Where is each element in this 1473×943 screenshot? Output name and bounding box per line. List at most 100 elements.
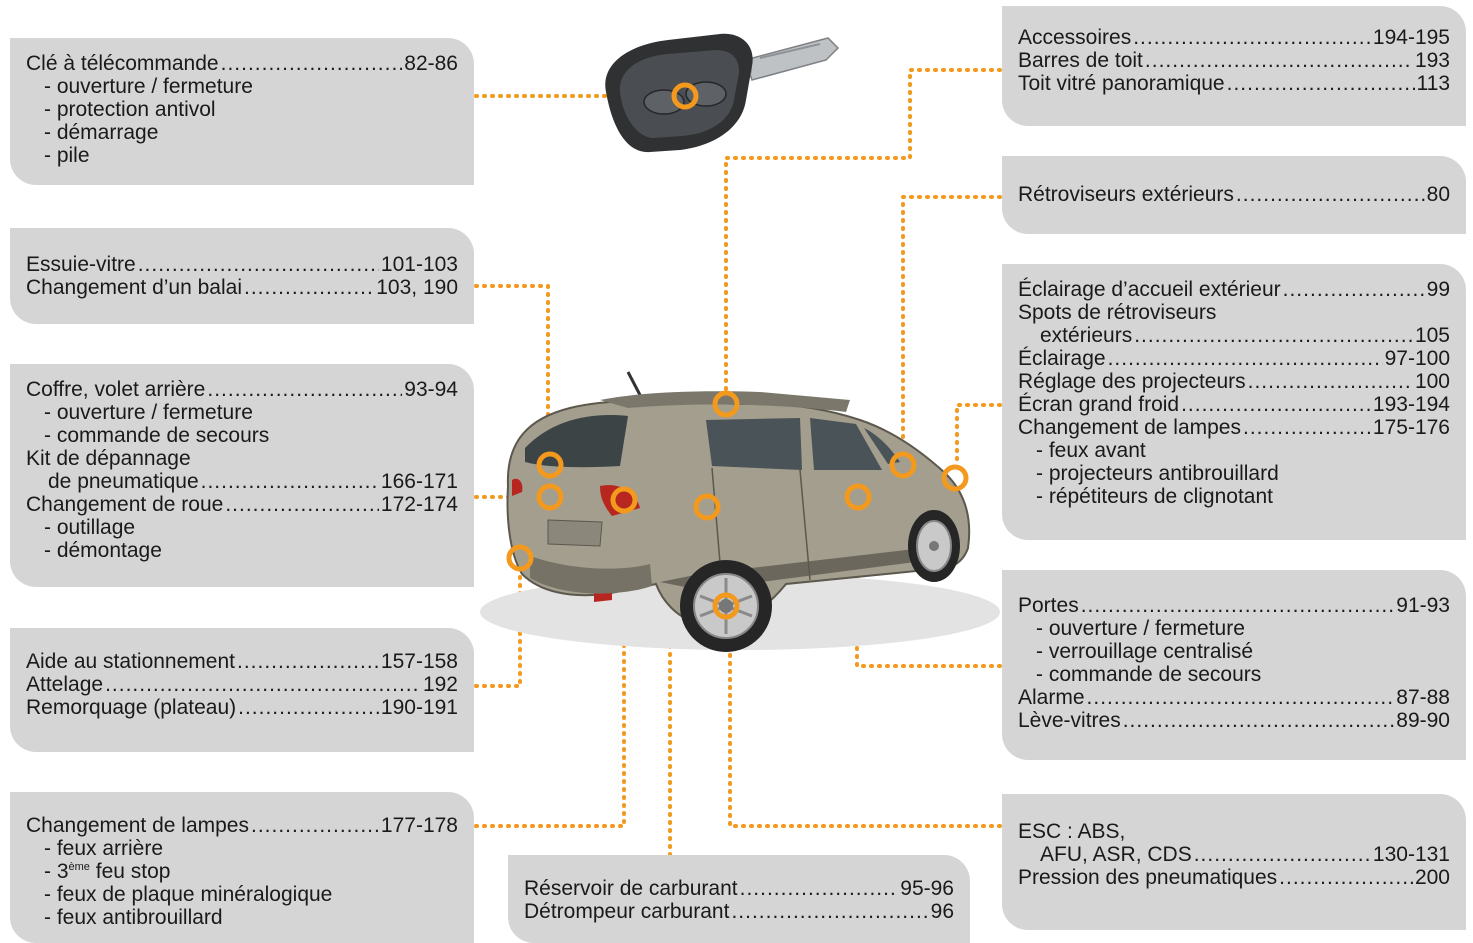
entry-label: Remorquage (plateau) [26, 696, 237, 719]
sub-item: - feux antibrouillard [44, 906, 223, 929]
panel-retroviseurs: Rétroviseurs extérieurs80 [1002, 156, 1466, 234]
dot-leader [1108, 347, 1383, 370]
marker-essuie [536, 451, 564, 479]
entry: Remorquage (plateau) 190-191 [26, 696, 458, 719]
sub-item: - pile [44, 144, 90, 167]
entry: Réglage des projecteurs100 [1018, 370, 1450, 393]
sub-item: - outillage [44, 516, 136, 539]
dot-leader [1134, 324, 1413, 347]
entry: Changement de lampes175-176 [1018, 416, 1450, 439]
entry-label: Lève-vitres [1018, 709, 1121, 732]
entry: Changement de roue172-174 [26, 493, 458, 516]
page-ref: 190-191 [380, 696, 458, 719]
page-ref: 89-90 [1396, 709, 1450, 732]
entry-label: Toit vitré panoramique [1018, 72, 1225, 95]
page-ref: 101-103 [380, 253, 458, 276]
entry: Alarme87-88 [1018, 686, 1450, 709]
entry-label: extérieurs [1040, 324, 1133, 347]
dot-leader [201, 470, 379, 493]
page-ref: 96 [930, 900, 954, 923]
dot-leader [1236, 183, 1425, 206]
sub-item: - démarrage [44, 121, 159, 144]
entry-label: de pneumatique [48, 470, 199, 493]
page-ref: 177-178 [380, 814, 458, 837]
dot-leader [1248, 370, 1413, 393]
marker-reservoir [693, 493, 721, 521]
sub-item: - ouverture / fermeture [1036, 617, 1245, 640]
dot-leader [1194, 843, 1371, 866]
panel-accessoires: Accessoires 194-195 Barres de toit193 Toi… [1002, 6, 1466, 126]
dot-leader [1243, 416, 1371, 439]
entry: Toit vitré panoramique113 [1018, 72, 1450, 95]
dot-leader [1123, 709, 1395, 732]
entry: Changement de lampes 177-178 [26, 814, 458, 837]
entry-label: Spots de rétroviseurs [1018, 301, 1217, 324]
entry-label: Aide au stationnement [26, 650, 235, 673]
marker-portes [844, 483, 872, 511]
page-ref: 105 [1414, 324, 1450, 347]
entry: Détrompeur carburant 96 [524, 900, 954, 923]
sub-item: - démontage [44, 539, 162, 562]
page-ref: 193 [1414, 49, 1450, 72]
marker-eclairage [941, 464, 969, 492]
page-ref: 192 [422, 673, 458, 696]
marker-coffre [536, 483, 564, 511]
page-ref: 194-195 [1372, 26, 1450, 49]
sub-item: - projecteurs antibrouillard [1036, 462, 1279, 485]
entry: Portes91-93 [1018, 594, 1450, 617]
entry: Barres de toit193 [1018, 49, 1450, 72]
remote-key-icon [605, 33, 840, 153]
panel-aide-stationnement: Aide au stationnement157-158 Attelage192… [10, 628, 474, 752]
page-ref: 193-194 [1372, 393, 1450, 416]
entry: Coffre, volet arrière93-94 [26, 378, 458, 401]
panel-eclairage: Éclairage d’accueil extérieur 99 Spots de… [1002, 264, 1466, 540]
dot-leader [1227, 72, 1415, 95]
entry-label: Changement de lampes [26, 814, 249, 837]
dot-leader [251, 814, 379, 837]
entry-label: Éclairage d’accueil extérieur [1018, 278, 1281, 301]
entry-label: Changement d’un balai [26, 276, 242, 299]
entry: Accessoires 194-195 [1018, 26, 1450, 49]
entry: Rétroviseurs extérieurs80 [1018, 183, 1450, 206]
panel-reservoir: Réservoir de carburant95-96 Détrompeur c… [508, 855, 970, 943]
entry-label: Kit de dépannage [26, 447, 191, 470]
sub-item-feu-stop: - 3ème feu stop [26, 860, 458, 883]
page-ref: 200 [1414, 866, 1450, 889]
entry-label: Accessoires [1018, 26, 1132, 49]
dot-leader [238, 696, 379, 719]
entry-label: Détrompeur carburant [524, 900, 730, 923]
page-ref: 103, 190 [376, 276, 458, 299]
callout-markers [506, 82, 969, 620]
marker-feux-arriere [610, 486, 638, 514]
leader-line-accessoires [724, 68, 1002, 394]
entry-label: Clé à télécommande [26, 52, 219, 75]
sub-item: - feux arrière [44, 837, 164, 860]
page-ref: 80 [1426, 183, 1450, 206]
page-ref: 175-176 [1372, 416, 1450, 439]
page-ref: 87-88 [1396, 686, 1450, 709]
entry: extérieurs 105 [1018, 324, 1450, 347]
entry-label: Réservoir de carburant [524, 877, 738, 900]
sub-item: - protection antivol [44, 98, 216, 121]
dot-leader [1133, 26, 1371, 49]
leader-line-portes [855, 510, 1002, 668]
sub-item: - répétiteurs de clignotant [1036, 485, 1273, 508]
entry-label: Écran grand froid [1018, 393, 1180, 416]
entry: Essuie-vitre 101-103 [26, 253, 458, 276]
dot-leader [207, 378, 402, 401]
entry: Lève-vitres 89-90 [1018, 709, 1450, 732]
entry-label: Essuie-vitre [26, 253, 136, 276]
page-ref: 99 [1426, 278, 1450, 301]
sub-item-prefix: - 3 [44, 860, 69, 883]
panel-cle-telecommande: Clé à télécommande82-86 - ouverture / fe… [10, 38, 474, 185]
sub-item-suffix: feu stop [89, 860, 171, 883]
panel-portes: Portes91-93 - ouverture / fermeture - ve… [1002, 570, 1466, 760]
sub-item: - commande de secours [44, 424, 270, 447]
entry-label: ESC : ABS, [1018, 820, 1126, 843]
superscript: ème [68, 861, 90, 873]
sub-item: - verrouillage centralisé [1036, 640, 1254, 663]
entry: Aide au stationnement157-158 [26, 650, 458, 673]
dot-leader [1181, 393, 1371, 416]
panel-lampes-arriere: Changement de lampes 177-178 - feux arriè… [10, 792, 474, 943]
